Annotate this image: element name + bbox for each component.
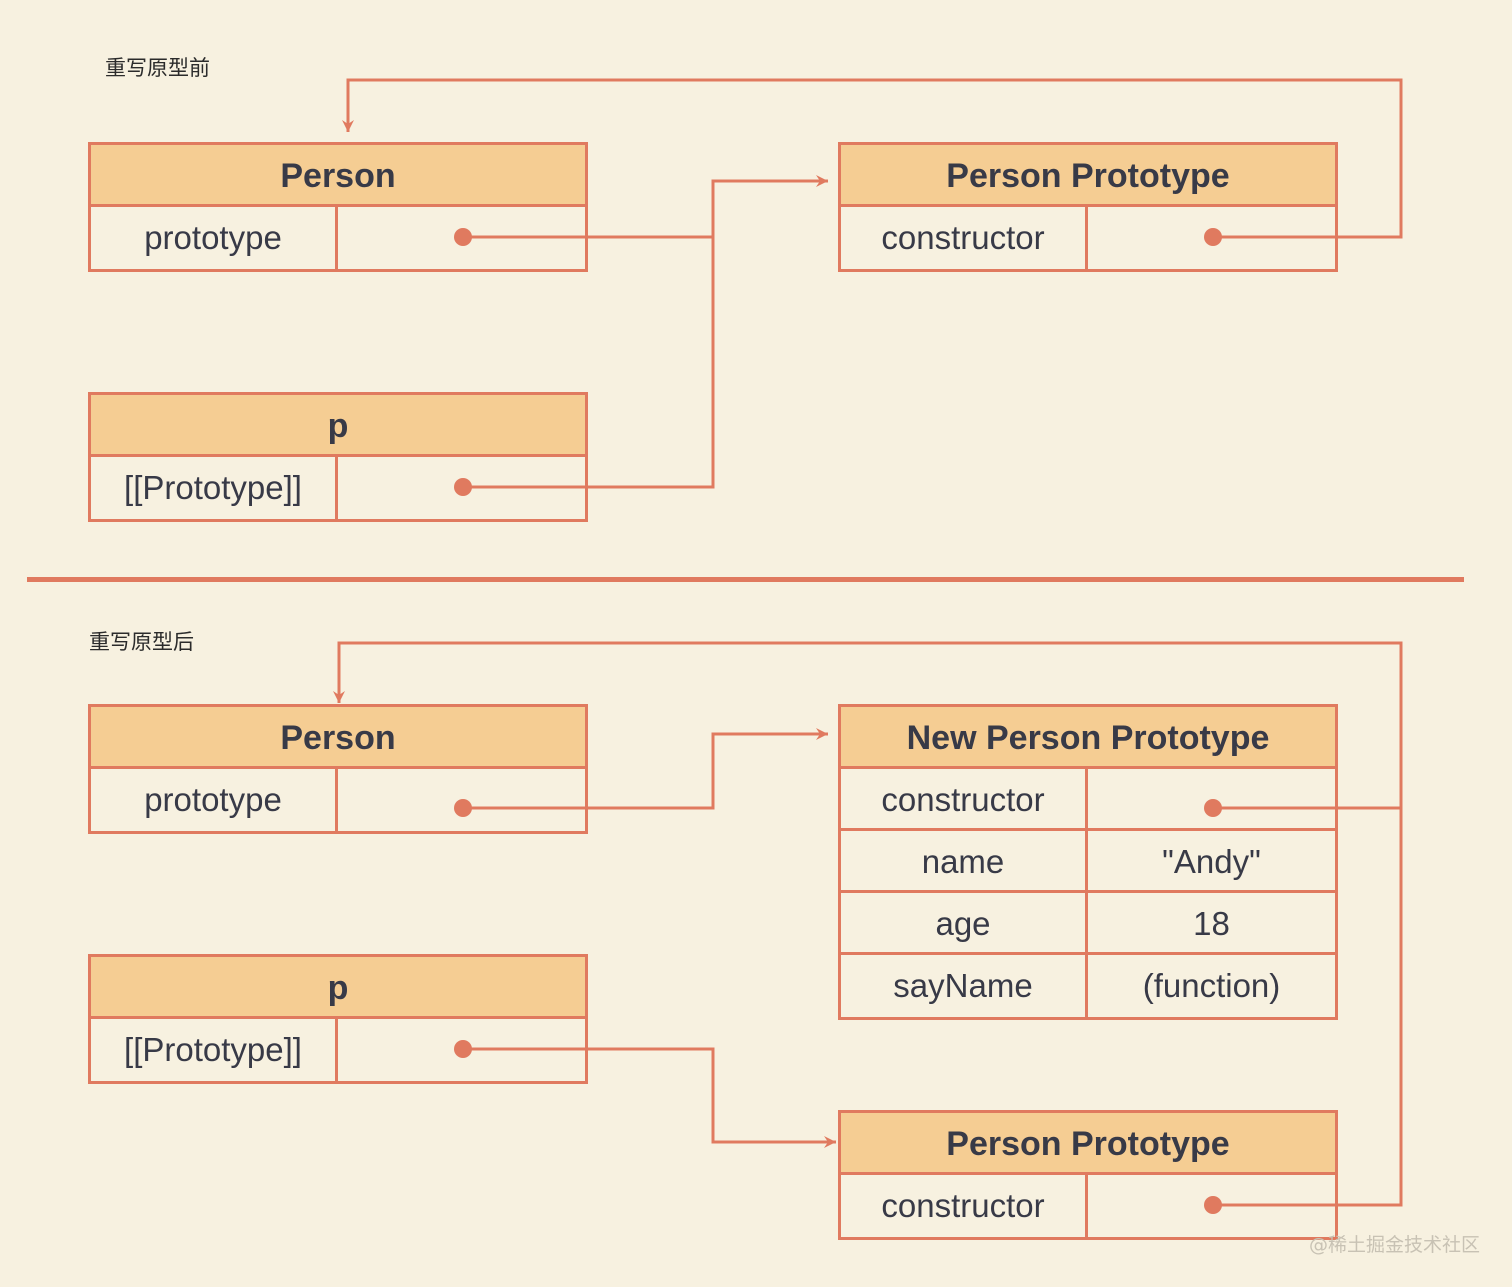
- section-label-before: 重写原型前: [105, 56, 210, 80]
- before-person-title: Person: [91, 145, 585, 207]
- after-person-prototype-title: Person Prototype: [841, 1113, 1335, 1175]
- row-key: prototype: [91, 769, 338, 831]
- after-person-row-prototype: prototype: [91, 769, 585, 831]
- watermark: @稀土掘金技术社区: [1308, 1234, 1480, 1256]
- before-person-row-prototype: prototype: [91, 207, 585, 269]
- row-value-pointer: [338, 457, 585, 519]
- row-key: constructor: [841, 207, 1088, 269]
- after-new-person-prototype-box: New Person Prototype constructor name "A…: [838, 704, 1338, 1020]
- before-p-box: p [[Prototype]]: [88, 392, 588, 522]
- after-p-title: p: [91, 957, 585, 1019]
- row-value: (function): [1142, 967, 1281, 1004]
- after-person-prototype-row-constructor: constructor: [841, 1175, 1335, 1237]
- row-key: [[Prototype]]: [91, 457, 338, 519]
- row-value-pointer: [1088, 769, 1335, 828]
- before-person-prototype-box: Person Prototype constructor: [838, 142, 1338, 272]
- section-divider: [27, 577, 1464, 582]
- before-p-title: p: [91, 395, 585, 457]
- after-person-title: Person: [91, 707, 585, 769]
- row-key: constructor: [841, 1175, 1088, 1237]
- after-person-box: Person prototype: [88, 704, 588, 834]
- row-value-pointer: [338, 207, 585, 269]
- row-value: 18: [1193, 905, 1230, 942]
- after-p-box: p [[Prototype]]: [88, 954, 588, 1084]
- row-value-pointer: [338, 769, 585, 831]
- new-proto-row-age: age 18: [841, 893, 1335, 955]
- row-value-pointer: [1088, 207, 1335, 269]
- row-key: age: [841, 893, 1088, 952]
- after-person-prototype-box: Person Prototype constructor: [838, 1110, 1338, 1240]
- before-person-prototype-title: Person Prototype: [841, 145, 1335, 207]
- row-key: name: [841, 831, 1088, 890]
- row-key: prototype: [91, 207, 338, 269]
- row-key: constructor: [841, 769, 1088, 828]
- new-proto-row-constructor: constructor: [841, 769, 1335, 831]
- before-person-box: Person prototype: [88, 142, 588, 272]
- after-new-person-prototype-title: New Person Prototype: [841, 707, 1335, 769]
- row-value-pointer: [338, 1019, 585, 1081]
- after-p-row-prototype: [[Prototype]]: [91, 1019, 585, 1081]
- before-person-prototype-row-constructor: constructor: [841, 207, 1335, 269]
- new-proto-row-name: name "Andy": [841, 831, 1335, 893]
- row-key: sayName: [841, 955, 1088, 1017]
- row-key: [[Prototype]]: [91, 1019, 338, 1081]
- before-p-row-prototype: [[Prototype]]: [91, 457, 585, 519]
- row-value: "Andy": [1162, 843, 1261, 880]
- row-value-pointer: [1088, 1175, 1335, 1237]
- section-label-after: 重写原型后: [89, 630, 194, 654]
- new-proto-row-sayname: sayName (function): [841, 955, 1335, 1017]
